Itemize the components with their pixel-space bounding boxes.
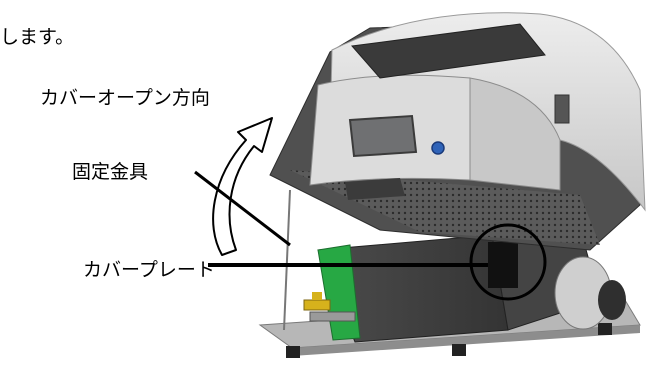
top-text-fragment: します。 (0, 26, 75, 48)
support-rod (283, 189, 291, 331)
open-direction-arrow-icon (212, 117, 273, 256)
open-cover (269, 12, 646, 251)
cover-open-direction-label: カバーオープン方向 (40, 87, 210, 109)
fixing-bracket-leader-line (194, 170, 291, 247)
cover-plate (488, 242, 518, 288)
cover-plate-highlight-circle (469, 223, 547, 301)
brass-fittings (303, 292, 356, 322)
fixing-bracket-label: 固定金具 (72, 161, 149, 183)
cover-plate-label: カバープレート (83, 259, 215, 281)
